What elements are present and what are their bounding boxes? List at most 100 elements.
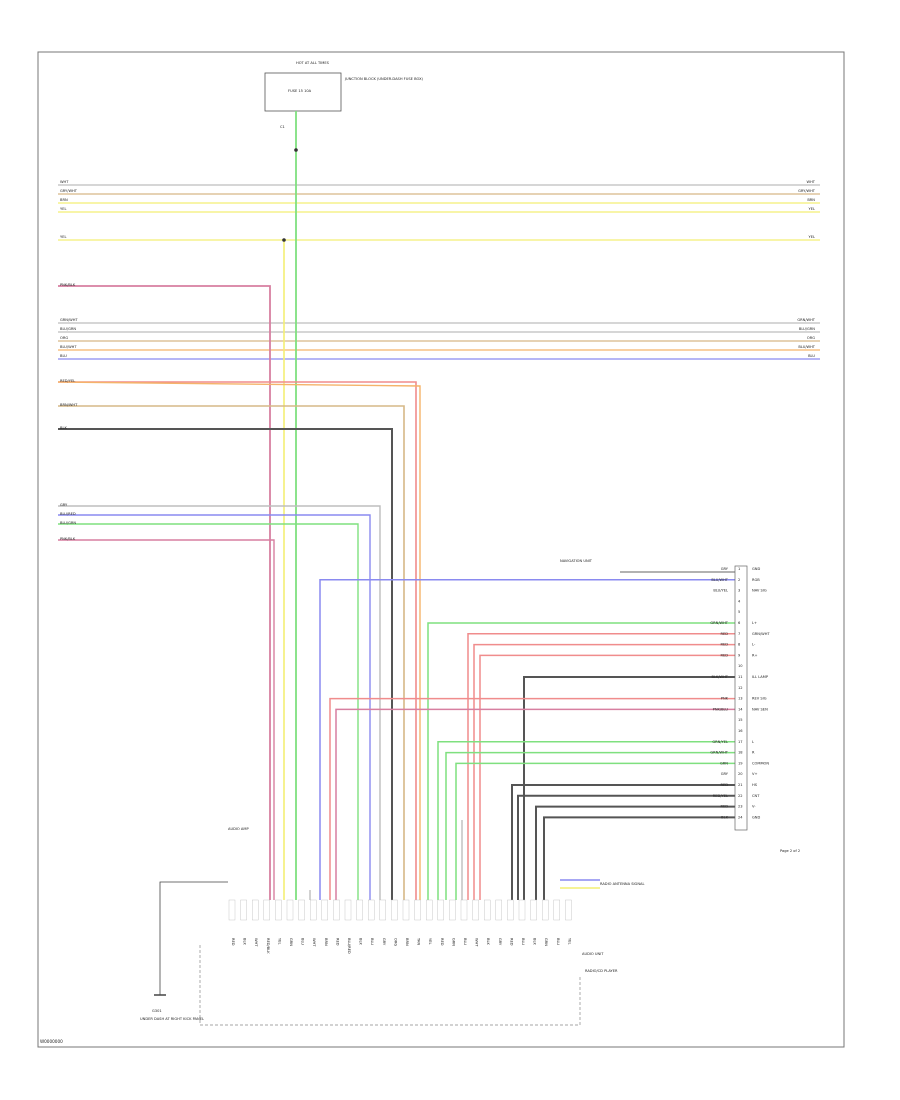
red-yellow-wire [58, 381, 417, 900]
ground-sub: UNDER DASH AT RIGHT KICK PANEL [140, 1017, 204, 1021]
bottom-pin [542, 899, 549, 921]
pin-number: 5 [738, 610, 740, 614]
bottom-pin [251, 899, 259, 921]
pin-number: 19 [738, 761, 743, 765]
bottom-pin-label: BLK [486, 938, 490, 945]
black-wire [58, 428, 393, 900]
audio-unit-note: AUDIO UNIT [582, 952, 604, 956]
left-wire-label: BLU/GRN [60, 327, 76, 331]
bottom-pin-label: BLK [243, 938, 247, 945]
right-wire-label: BLU/WHT [798, 345, 815, 349]
bottom-pin-label: BLU [556, 938, 560, 945]
bottom-pin [333, 899, 340, 921]
bottom-pin [356, 899, 363, 921]
left-wire-label: BLU/WHT [60, 345, 77, 349]
pin-wire-color: RED [720, 632, 728, 636]
bottom-pin [286, 899, 294, 921]
pin-number: 1 [738, 567, 740, 571]
bottom-pin [518, 899, 526, 921]
bottom-pin-label: GRN [289, 938, 293, 946]
bottom-pin [449, 899, 456, 921]
left-wire-label: BLU/RED [60, 512, 76, 516]
pin-number: 16 [738, 729, 743, 733]
left-wire-label: PNK/BLK [60, 283, 76, 287]
bottom-pin [379, 899, 386, 921]
pin-number: 12 [738, 686, 743, 690]
pin-wire-color: RED [720, 783, 728, 787]
harness-wire [517, 794, 735, 900]
pin-wire-color: RED [720, 643, 728, 647]
right-wire-label: BLU/GRN [799, 327, 815, 331]
right-wire-label: GRN/WHT [797, 318, 815, 322]
pin-wire-color: RED [720, 653, 728, 657]
blue-green-wire [58, 523, 359, 900]
pin-number: 14 [738, 707, 743, 711]
splice-dot [282, 238, 286, 242]
right-wire-label: BRN [807, 198, 815, 202]
bottom-pin [472, 899, 479, 921]
left-wire-label: YEL [60, 235, 66, 239]
left-wire-label: BLU [60, 354, 67, 358]
bottom-pin [460, 899, 468, 921]
pin-wire-color: BLK/WHT [712, 675, 729, 679]
bottom-pin-label: WHT [312, 938, 316, 947]
pink-black-wire [58, 539, 275, 900]
bottom-pin [414, 899, 421, 921]
left-wire-label: YEL [60, 207, 66, 211]
bottom-pin-label: RED [440, 938, 444, 946]
pin-wire-color: BLU/YEL [713, 589, 728, 593]
harness-wire [319, 579, 735, 900]
bottom-pin-label: BLU/RED [347, 938, 351, 954]
pin-number: 7 [738, 632, 740, 636]
pin-number: 13 [738, 697, 743, 701]
pin-number: 11 [738, 675, 743, 679]
pin-number: 17 [738, 740, 743, 744]
labels-layer: WHT GRY/WHT BRN YEL YEL PNK/BLK GRN/WHT BLU/GRN… [60, 180, 816, 954]
harness-wire [329, 697, 735, 900]
fuse-box-connector: C1 [280, 125, 285, 129]
pin-number: 10 [738, 664, 743, 668]
harness-wire [455, 762, 735, 900]
right-wire-label: WHT [807, 180, 816, 184]
pin-wire-color: GRN [720, 761, 728, 765]
pin-number: 22 [738, 794, 743, 798]
bottom-pin-label: RED/BLK [266, 938, 270, 954]
harness-wire [335, 708, 735, 900]
bottom-pin-label: YEL [567, 938, 571, 944]
left-wire-label: BRN [60, 198, 68, 202]
pin-signal: GND [752, 815, 760, 819]
bottom-pin-label: BLK [533, 938, 537, 945]
diagram-border [37, 51, 845, 1048]
pin-wire-color: RED/YEL [713, 794, 728, 798]
harness-wire [427, 622, 735, 900]
bottom-pin-label: RED [335, 938, 339, 946]
pin-wire-color: PNK [721, 697, 729, 701]
bottom-pin-label: BRN [405, 938, 409, 946]
audio-amp-label: AUDIO AMP [228, 827, 249, 831]
fuse-box-title: HOT AT ALL TIMES [296, 61, 330, 65]
pin-number: 23 [738, 805, 743, 809]
bottom-pin [310, 899, 317, 921]
navigation-unit-connector: NAVIGATION UNIT Page 2 of 2 [560, 559, 800, 853]
right-wire-label: BLU [808, 354, 815, 358]
left-wire-label: GRN/WHT [60, 318, 78, 322]
pin-signal: L+ [752, 621, 757, 625]
harness-wire [511, 784, 735, 900]
left-wire-label: GRY/WHT [60, 189, 78, 193]
shield-dashed [199, 945, 581, 1026]
pin-number: 2 [738, 578, 740, 582]
bottom-pin [344, 899, 352, 921]
harness-wire [535, 805, 735, 900]
antenna-label: RADIO ANTENNA SIGNAL [600, 882, 644, 886]
pin-signal: RGB [752, 578, 760, 582]
bottom-pin-label: BLK [359, 938, 363, 945]
bottom-pin [321, 899, 328, 921]
pin-wire-color: RED [720, 805, 728, 809]
pin-wire-color: PNK/BLU [713, 707, 729, 711]
bottom-pin-label: WHT [254, 938, 258, 947]
harness-wire [473, 643, 735, 900]
bottom-pin-label: RED [509, 938, 513, 946]
blue-red-wire [58, 514, 371, 900]
pin-signal: GND [752, 567, 760, 571]
